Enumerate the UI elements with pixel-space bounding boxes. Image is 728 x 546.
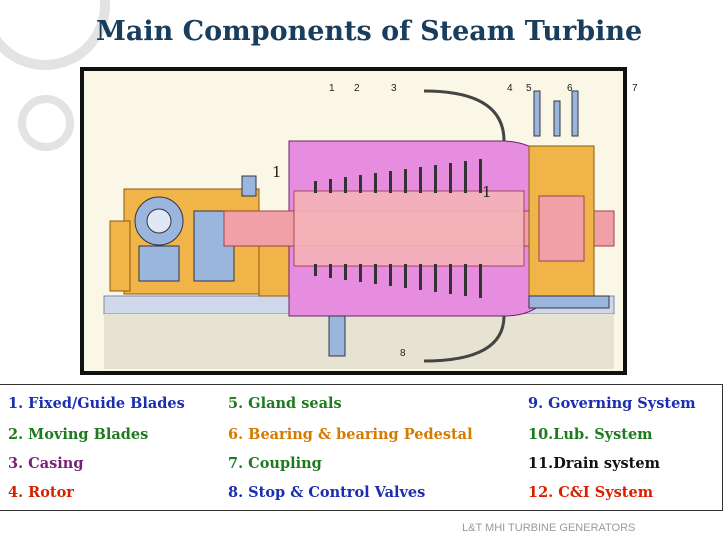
legend-item-casing: 3. Casing — [8, 455, 84, 472]
component-number-2: 2 — [354, 83, 360, 94]
component-number-1: 1 — [329, 83, 335, 94]
legend-item-fixed-guide-blades: 1. Fixed/Guide Blades — [8, 395, 185, 412]
legend-item-coupling: 7. Coupling — [228, 455, 322, 472]
leader-number-right: 1 — [482, 183, 492, 201]
legend-item-stop-control-valves: 8. Stop & Control Valves — [228, 484, 426, 501]
page-title: Main Components of Steam Turbine — [96, 16, 643, 47]
component-number-4: 4 — [507, 83, 513, 94]
decorative-circle-small — [18, 95, 74, 151]
legend-item-moving-blades: 2. Moving Blades — [8, 426, 149, 443]
legend-item-governing-system: 9. Governing System — [528, 395, 696, 412]
legend-item-bearing-pedestal: 6. Bearing & bearing Pedestal — [228, 426, 473, 443]
component-number-6: 6 — [567, 83, 573, 94]
legend-item-gland-seals: 5. Gland seals — [228, 395, 342, 412]
component-number-3: 3 — [391, 83, 397, 94]
legend-item-lub-system: 10.Lub. System — [528, 426, 653, 443]
component-number-8: 8 — [400, 348, 406, 359]
legend-item-rotor: 4. Rotor — [8, 484, 74, 501]
footer-company: L&T MHI TURBINE GENERATORS — [462, 522, 636, 534]
legend-item-ci-system: 12. C&I System — [528, 484, 654, 501]
components-legend: 1. Fixed/Guide Blades 2. Moving Blades 3… — [0, 384, 723, 511]
legend-item-drain-system: 11.Drain system — [528, 455, 660, 472]
decorative-circle-large — [0, 0, 110, 70]
turbine-drawing — [103, 89, 615, 369]
component-number-7: 7 — [632, 83, 638, 94]
turbine-cross-section-figure: 1 2 3 4 5 6 7 8 1 1 — [80, 67, 638, 375]
component-number-5: 5 — [526, 83, 532, 94]
leader-number-left: 1 — [272, 163, 282, 181]
